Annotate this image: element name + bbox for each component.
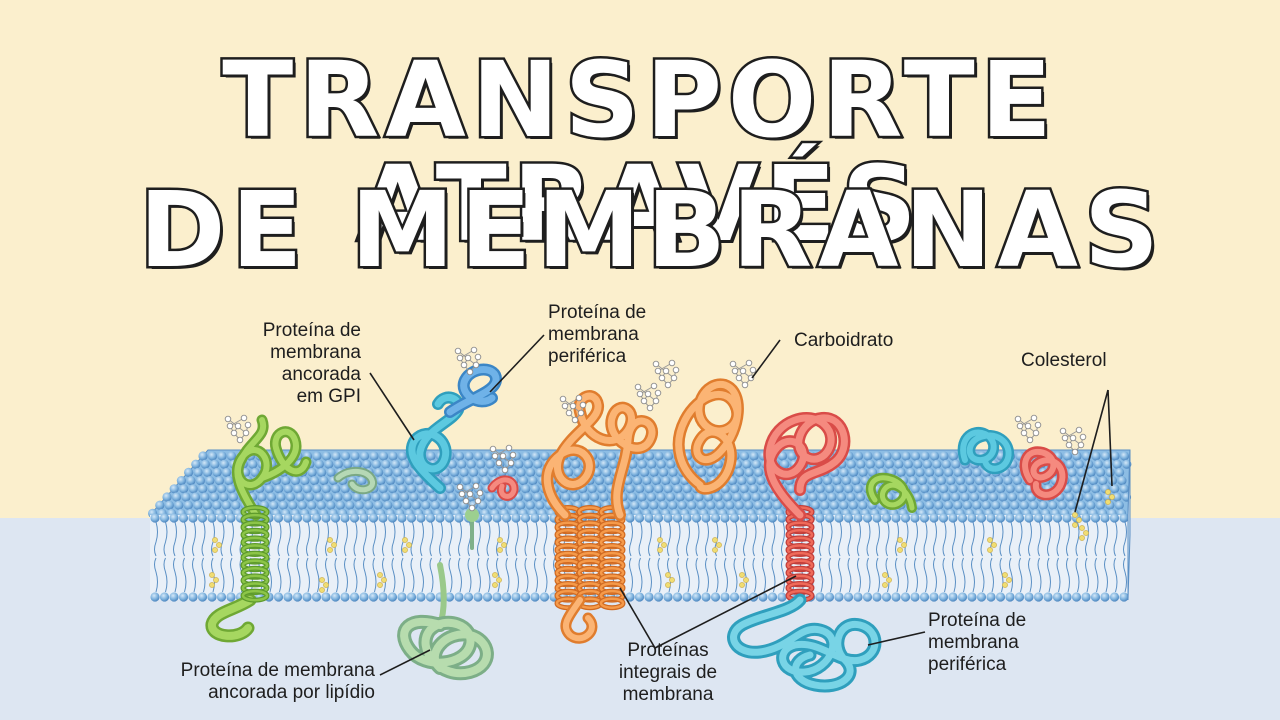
membrane-front-face bbox=[150, 515, 1128, 600]
leader-peripheral-top bbox=[489, 334, 545, 393]
title-line-2: DE MEMBRANAS bbox=[137, 169, 1165, 291]
leader-integral-2 bbox=[654, 575, 797, 649]
carbohydrate-chains bbox=[224, 346, 1087, 512]
membrane-right-side bbox=[1127, 449, 1131, 601]
leader-cholesterol-2 bbox=[1107, 389, 1113, 487]
orange-loops bbox=[541, 390, 658, 644]
label-carbohydrate: Carboidrato bbox=[794, 330, 894, 351]
leader-cholesterol-1 bbox=[1074, 389, 1109, 513]
label-gpi-protein: Proteína de membrana ancorada em GPI bbox=[262, 320, 361, 407]
leader-integral-1 bbox=[619, 587, 656, 649]
gpi-anchored-protein bbox=[405, 363, 502, 494]
leader-peripheral-bottom bbox=[867, 631, 926, 646]
leader-gpi bbox=[369, 372, 415, 441]
teal-peripheral-protein bbox=[957, 427, 1015, 475]
lipid-anchored-protein bbox=[397, 562, 494, 681]
label-peripheral-protein-bottom: Proteína de membrana periférica bbox=[928, 610, 1027, 675]
label-integral-proteins: Proteínas integrais de membrana bbox=[618, 640, 718, 705]
leader-carbohydrate bbox=[751, 339, 781, 379]
label-peripheral-protein-top: Proteína de membrana periférica bbox=[548, 302, 647, 367]
small-green-protein-right bbox=[865, 472, 917, 513]
leader-lipid-anchored bbox=[379, 649, 431, 676]
label-cholesterol: Colesterol bbox=[1021, 350, 1107, 371]
green-integral-protein bbox=[205, 414, 312, 643]
leader-lines bbox=[369, 334, 1113, 676]
small-red-protein bbox=[465, 475, 519, 550]
cholesterol-molecules bbox=[209, 489, 1115, 593]
background-top bbox=[0, 0, 1280, 518]
red-integral-protein bbox=[785, 505, 815, 603]
membrane-lipid-tails bbox=[154, 521, 1127, 593]
title-line-1: TRANSPORTE ATRAVÉS bbox=[220, 39, 1058, 265]
red-loops bbox=[763, 412, 851, 521]
green-helix bbox=[240, 505, 270, 603]
peripheral-protein-bottom bbox=[727, 593, 882, 693]
red-peripheral-protein bbox=[1019, 446, 1068, 501]
orange-peripheral-protein bbox=[672, 378, 744, 495]
small-green-protein bbox=[333, 467, 377, 495]
label-lipid-anchored-protein: Proteína de membrana ancorada por lipídi… bbox=[180, 660, 375, 703]
proteins bbox=[205, 363, 1068, 693]
